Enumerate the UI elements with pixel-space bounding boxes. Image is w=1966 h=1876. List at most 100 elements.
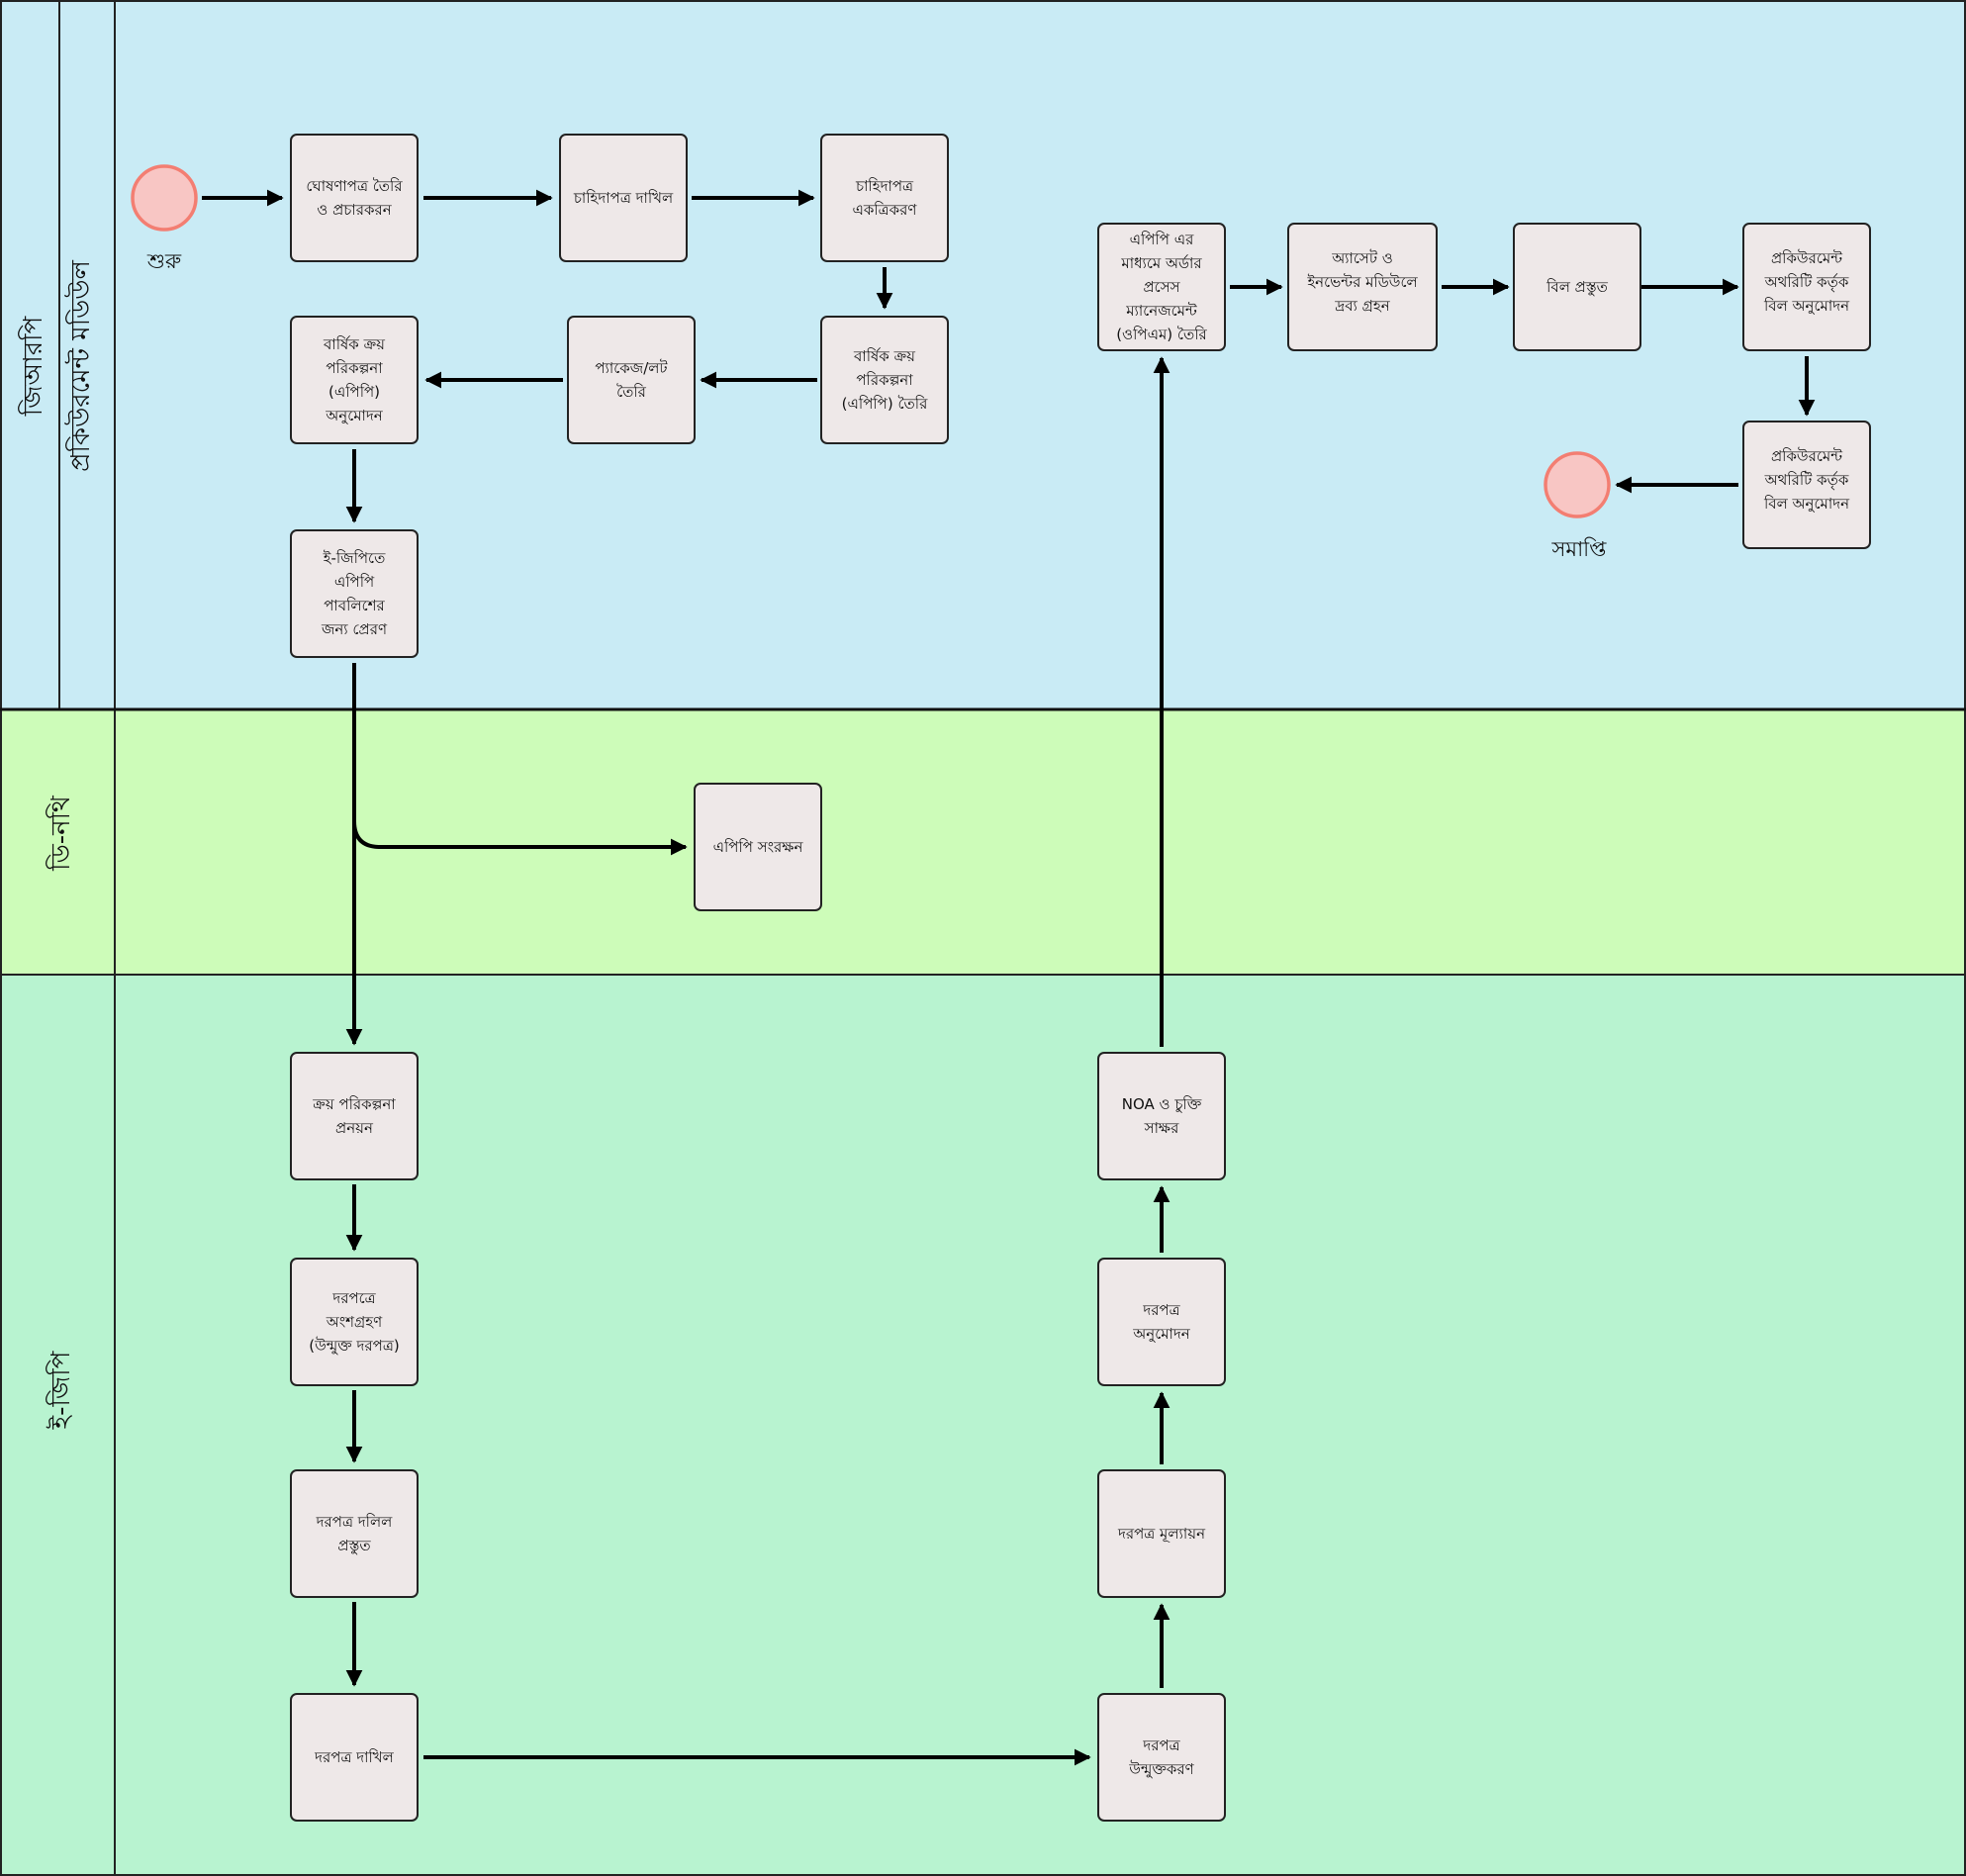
task-tender-eval-label: দরপত্র মূল্যায়ন (1117, 1525, 1206, 1544)
lane-label-dnothi: ডি-নথি (46, 795, 76, 872)
start-event-label: শুরু (146, 249, 182, 273)
task-label-line: অথরিটি কর্তৃক (1764, 273, 1849, 292)
task-demand-collect: চাহিদাপত্র একত্রিকরণ (820, 134, 949, 262)
lane-label-procurement-module: প্রকিউরমেন্ট মডিউল (64, 259, 96, 471)
task-label-line: দ্রব্য গ্রহন (1334, 297, 1391, 315)
task-bill-approve-2-label: প্রকিউরমেন্ট অথরিটি কর্তৃক বিল অনুমোদন (1763, 447, 1850, 513)
task-tender-doc: দরপত্র দলিল প্রস্তুত (290, 1469, 419, 1598)
pool-label: জিআরপি (18, 316, 48, 417)
end-event: সমাপ্তি (1544, 451, 1611, 561)
task-asset: অ্যাসেট ও ইনভেন্টর মডিউলে দ্রব্য গ্রহন (1287, 223, 1438, 351)
task-app-create: বার্ষিক ক্রয়পরিকল্পনা(এপিপি) তৈরি (820, 316, 949, 444)
task-label-line: বার্ষিক ক্রয় (323, 335, 386, 353)
task-plan-prepare-label: ক্রয় পরিকল্পনাপ্রনয়ন (312, 1095, 396, 1137)
task-egp-send-label: ই-জিপিতে এপিপি পাবলিশের জন্য প্রেরণ (321, 549, 388, 638)
task-label-line: অনুমোদন (1132, 1325, 1191, 1343)
task-label-line: বিল অনুমোদন (1763, 297, 1850, 315)
task-label-line: NOA ও চুক্তি (1122, 1095, 1202, 1113)
task-asset-label: অ্যাসেট ও ইনভেন্টর মডিউলে দ্রব্য গ্রহন (1306, 249, 1418, 315)
task-label-line: বিল প্রস্তুত (1545, 278, 1609, 296)
task-label-line: অ্যাসেট ও (1331, 249, 1393, 267)
start-event: শুরু (131, 164, 198, 273)
task-bill-approve-2: প্রকিউরমেন্ট অথরিটি কর্তৃক বিল অনুমোদন (1742, 421, 1871, 549)
task-label-line: চাহিদাপত্র দাখিল (573, 189, 674, 207)
task-label-line: প্যাকেজ/লট (595, 359, 668, 377)
task-label-line: অনুমোদন (325, 407, 384, 424)
task-tender-submit: দরপত্র দাখিল (290, 1693, 419, 1822)
task-tender-approve-label: দরপত্র অনুমোদন (1132, 1301, 1191, 1343)
task-label-line: প্রনয়ন (335, 1119, 374, 1137)
task-label-line: এপিপি সংরক্ষন (713, 838, 804, 856)
task-opm: এপিপি এর মাধ্যমে অর্ডার প্রসেস ম্যানেজমেন্ট… (1097, 223, 1226, 351)
task-label-line: তৈরি (616, 383, 647, 401)
task-package: প্যাকেজ/লট তৈরি (567, 316, 696, 444)
task-label-line: (এপিপি) (328, 383, 380, 401)
task-demand-collect-label: চাহিদাপত্র একত্রিকরণ (852, 177, 917, 219)
task-label-line: প্রকিউরমেন্ট (1771, 249, 1842, 267)
task-plan-prepare: ক্রয় পরিকল্পনাপ্রনয়ন (290, 1052, 419, 1180)
task-label-line: দরপত্রে (331, 1289, 376, 1307)
task-demand-submit-label: চাহিদাপত্র দাখিল (573, 189, 674, 207)
task-egp-send: ই-জিপিতে এপিপি পাবলিশের জন্য প্রেরণ (290, 529, 419, 658)
lane-label-egp: ই-জিপি (46, 1351, 76, 1430)
task-bill-approve-1-label: প্রকিউরমেন্ট অথরিটি কর্তৃক বিল অনুমোদন (1763, 249, 1850, 315)
task-label-line: প্রসেস (1143, 278, 1180, 296)
task-noa-label: NOA ও চুক্তি সাক্ষর (1122, 1095, 1202, 1137)
task-label-line: ঘোষণাপত্র তৈরি (306, 177, 403, 195)
task-label-line: দরপত্র (1142, 1736, 1180, 1754)
task-bill-prepare: বিল প্রস্তুত (1513, 223, 1641, 351)
task-app-approve: বার্ষিক ক্রয় পরিকল্পনা (এপিপি) অনুমোদন (290, 316, 419, 444)
task-bill-prepare-label: বিল প্রস্তুত (1545, 278, 1609, 296)
task-label-line: এপিপি (334, 573, 375, 591)
task-announce-label: ঘোষণাপত্র তৈরি ও প্রচারকরন (306, 177, 403, 219)
task-package-label: প্যাকেজ/লট তৈরি (595, 359, 668, 401)
task-announce: ঘোষণাপত্র তৈরি ও প্রচারকরন (290, 134, 419, 262)
end-event-label: সমাপ্তি (1551, 537, 1608, 561)
task-tender-participate-label: দরপত্রেঅংশগ্রহণ(উন্মুক্ত দরপত্র) (309, 1289, 399, 1355)
task-label-line: (এপিপি) তৈরি (842, 395, 928, 413)
task-label-line: (ওপিএম) তৈরি (1116, 326, 1207, 343)
task-opm-label: এপিপি এর মাধ্যমে অর্ডার প্রসেস ম্যানেজমেন্ট… (1116, 231, 1207, 343)
task-label-line: একত্রিকরণ (852, 201, 917, 219)
task-label-line: দরপত্র মূল্যায়ন (1117, 1525, 1206, 1544)
task-label-line: দরপত্র (1142, 1301, 1180, 1319)
task-tender-open-label: দরপত্র উন্মুক্তকরণ (1128, 1736, 1194, 1778)
task-label-line: ম্যানেজমেন্ট (1125, 302, 1197, 320)
task-bill-approve-1: প্রকিউরমেন্ট অথরিটি কর্তৃক বিল অনুমোদন (1742, 223, 1871, 351)
task-label-line: ও প্রচারকরন (317, 201, 392, 219)
task-app-preserve: এপিপি সংরক্ষন (694, 783, 822, 911)
task-app-preserve-label: এপিপি সংরক্ষন (713, 838, 804, 856)
task-label-line: ই-জিপিতে (323, 549, 386, 567)
task-label-line: পাবলিশের (324, 597, 385, 614)
task-tender-participate: দরপত্রেঅংশগ্রহণ(উন্মুক্ত দরপত্র) (290, 1258, 419, 1386)
task-label-line: (উন্মুক্ত দরপত্র) (309, 1337, 399, 1355)
task-label-line: সাক্ষর (1144, 1119, 1179, 1137)
task-label-line: ইনভেন্টর মডিউলে (1306, 273, 1418, 291)
task-label-line: পরিকল্পনা (856, 371, 913, 389)
task-label-line: অথরিটি কর্তৃক (1764, 471, 1849, 490)
task-label-line: বিল অনুমোদন (1763, 495, 1850, 513)
sequence-flows (202, 189, 1816, 1766)
task-label-line: দরপত্র দলিল (316, 1513, 393, 1531)
task-tender-eval: দরপত্র মূল্যায়ন (1097, 1469, 1226, 1598)
task-label-line: প্রকিউরমেন্ট (1771, 447, 1842, 465)
task-label-line: প্রস্তুত (337, 1537, 371, 1554)
task-label-line: এপিপি এর (1130, 231, 1195, 248)
task-demand-submit: চাহিদাপত্র দাখিল (559, 134, 688, 262)
flow-egp-send-to-dnothi (352, 820, 688, 856)
task-tender-doc-label: দরপত্র দলিল প্রস্তুত (316, 1513, 393, 1554)
lane-dnothi: ডি-নথি (0, 708, 1966, 976)
task-label-line: উন্মুক্তকরণ (1128, 1760, 1194, 1778)
task-label-line: জন্য প্রেরণ (321, 620, 388, 638)
task-label-line: দরপত্র দাখিল (314, 1748, 394, 1766)
task-label-line: পরিকল্পনা (326, 359, 383, 377)
task-label-line: মাধ্যমে অর্ডার (1120, 254, 1202, 272)
task-app-approve-label: বার্ষিক ক্রয় পরিকল্পনা (এপিপি) অনুমোদন (323, 335, 386, 424)
task-app-create-label: বার্ষিক ক্রয়পরিকল্পনা(এপিপি) তৈরি (842, 347, 928, 413)
task-noa: NOA ও চুক্তি সাক্ষর (1097, 1052, 1226, 1180)
task-label-line: চাহিদাপত্র (855, 177, 914, 195)
task-tender-open: দরপত্র উন্মুক্তকরণ (1097, 1693, 1226, 1822)
task-tender-approve: দরপত্র অনুমোদন (1097, 1258, 1226, 1386)
